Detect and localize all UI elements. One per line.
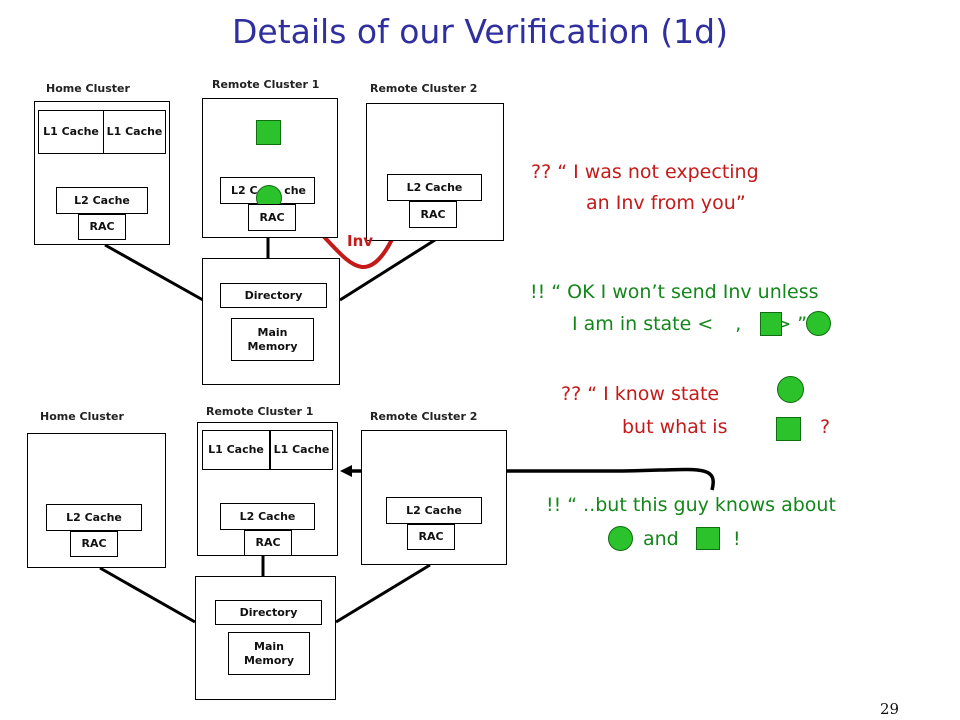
message-1-prefix: ??	[531, 161, 552, 183]
state-square-icon-message-3	[776, 417, 801, 441]
l2-cache-label-start: L2 C	[231, 183, 258, 197]
l1-cache-2-bottom: L1 Cache	[270, 430, 333, 470]
state-square-marker	[256, 120, 281, 145]
message-2-line-2: I am in state <, > ”	[572, 315, 807, 334]
remote-cluster-2-label-top: Remote Cluster 2	[370, 82, 478, 95]
main-memory-top: Main Memory	[231, 318, 314, 361]
directory-bottom: Directory	[215, 600, 322, 625]
message-4-text-2a: and	[643, 528, 679, 550]
message-4-text-2b: !	[733, 528, 741, 550]
state-circle-icon-message-2	[806, 311, 831, 336]
message-1-line-1: ?? “ I was not expecting	[531, 163, 759, 182]
home-cluster-label-top: Home Cluster	[46, 82, 130, 95]
state-square-icon-message-4	[696, 527, 720, 550]
wire-remote2-to-directory-bottom	[335, 563, 431, 624]
l1-cache-1-bottom: L1 Cache	[202, 430, 270, 470]
message-4-line-1: !! “ ..but this guy knows about	[546, 496, 836, 515]
l2-cache-remote2-top: L2 Cache	[387, 174, 482, 201]
l2-cache-home-bottom: L2 Cache	[46, 504, 142, 531]
state-circle-icon-message-4	[608, 526, 633, 551]
l2-cache-remote2-bottom: L2 Cache	[386, 497, 482, 524]
message-2-prefix: !!	[530, 281, 546, 303]
message-1-text-1: “ I was not expecting	[557, 161, 759, 183]
rac-home-top: RAC	[78, 214, 126, 240]
rac-remote2-top: RAC	[409, 201, 457, 228]
message-3-line-1: ?? “ I know state	[561, 385, 719, 404]
remote-cluster-1-label-bottom: Remote Cluster 1	[206, 405, 314, 418]
directory-top: Directory	[220, 283, 327, 308]
rac-remote2-bottom: RAC	[407, 524, 455, 550]
message-1-text-2: an Inv from you”	[586, 192, 746, 214]
l2-cache-home-top: L2 Cache	[56, 187, 148, 214]
message-3-text-2: but what is	[622, 416, 728, 438]
l2-cache-remote1-bottom: L2 Cache	[220, 503, 315, 530]
message-2-text-2c: > ”	[775, 313, 808, 335]
l1-cache-1-top: L1 Cache	[38, 110, 104, 154]
l1-cache-2-top: L1 Cache	[103, 110, 166, 154]
message-2-text-2b: ,	[735, 313, 742, 335]
page-title: Details of our Verification (1d)	[232, 12, 728, 51]
rac-remote1-top: RAC	[248, 204, 296, 231]
state-circle-icon-message-3	[777, 376, 804, 403]
main-memory-bottom: Main Memory	[228, 632, 310, 675]
message-4-prefix: !!	[546, 494, 562, 516]
message-2-line-1: !! “ OK I won’t send Inv unless	[530, 283, 819, 302]
message-2-text-1: “ OK I won’t send Inv unless	[551, 281, 819, 303]
page-number: 29	[880, 700, 900, 718]
home-cluster-label-bottom: Home Cluster	[40, 410, 124, 423]
message-3-question-mark: ?	[820, 416, 831, 438]
rac-home-bottom: RAC	[70, 531, 118, 557]
knowledge-arrow	[340, 465, 715, 491]
rac-remote1-bottom: RAC	[244, 530, 292, 556]
remote-cluster-2-label-bottom: Remote Cluster 2	[370, 410, 478, 423]
message-2-text-2a: I am in state <	[572, 313, 714, 335]
message-4-text-1: “ ..but this guy knows about	[567, 494, 836, 516]
l2-cache-label-end: che	[284, 183, 306, 197]
wire-home-to-directory-bottom	[99, 566, 196, 624]
inv-label: Inv	[347, 232, 374, 250]
message-3-text-1: “ I know state	[587, 383, 720, 405]
remote-cluster-1-label-top: Remote Cluster 1	[212, 78, 320, 91]
state-square-icon-message-2	[760, 312, 782, 336]
wire-home-to-directory-top	[104, 243, 204, 302]
message-3-prefix: ??	[561, 383, 582, 405]
wire-remote2-to-directory-top	[339, 238, 436, 302]
